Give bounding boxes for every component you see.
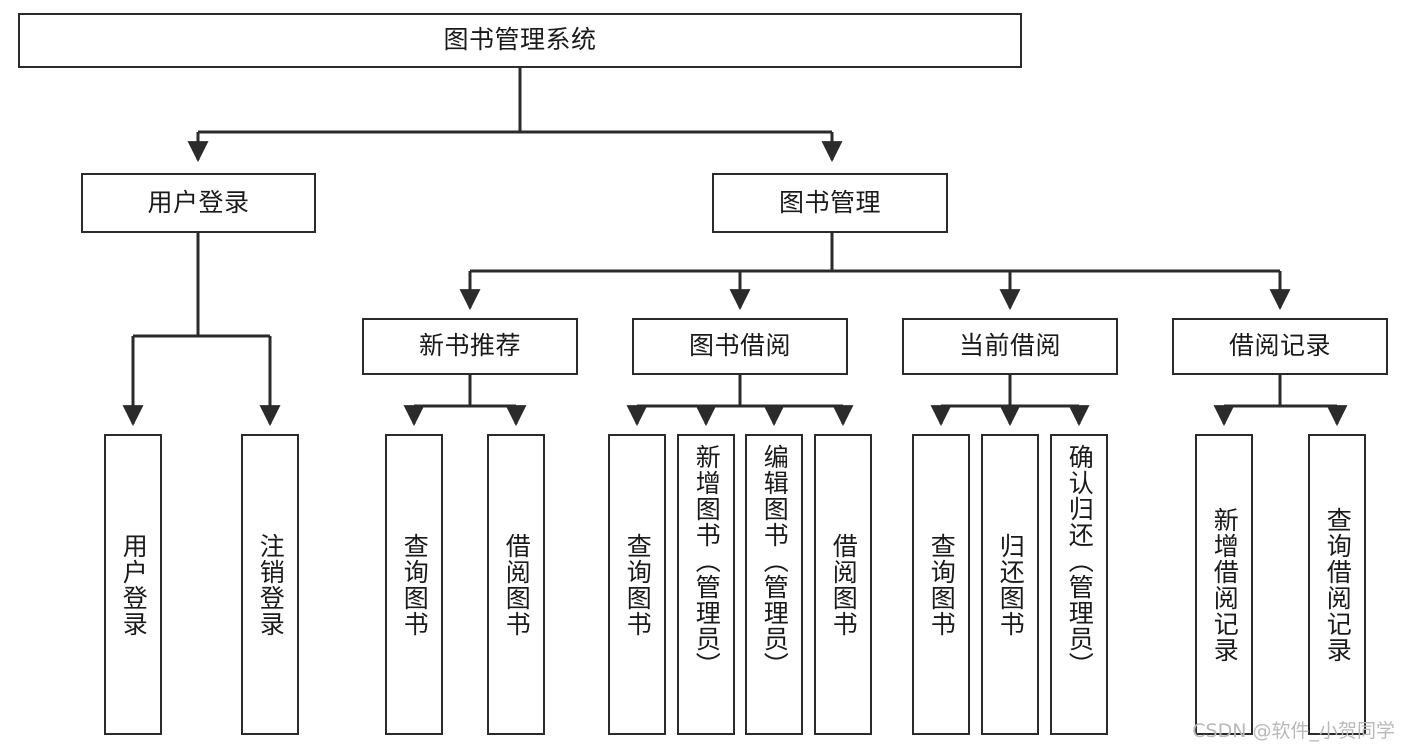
node-book-borrow[interactable]: 图书借阅: [632, 318, 848, 375]
node-label: 借阅图书: [502, 532, 532, 637]
node-label: 用户登录: [147, 187, 250, 217]
node-label: 图书借阅: [688, 331, 791, 361]
leaf-borrow-book[interactable]: 借阅图书: [814, 434, 872, 735]
node-label: 新书推荐: [418, 331, 521, 361]
leaf-query-borrow-record[interactable]: 查询借阅记录: [1308, 434, 1366, 735]
leaf-return-book[interactable]: 归还图书: [981, 434, 1039, 735]
node-user-login[interactable]: 用户登录: [81, 173, 316, 233]
leaf-confirm-return-admin[interactable]: 确认归还（管理员）: [1050, 434, 1108, 735]
leaf-user-login[interactable]: 用户登录: [104, 434, 162, 735]
leaf-query-book-current[interactable]: 查询图书: [912, 434, 970, 735]
leaf-query-book-recommend[interactable]: 查询图书: [385, 434, 443, 735]
node-label: 归还图书: [996, 532, 1026, 637]
node-label: 用户登录: [119, 532, 149, 637]
leaf-add-book-admin[interactable]: 新增图书（管理员）: [677, 434, 735, 735]
node-label: 查询图书: [400, 532, 430, 637]
node-label: 注销登录: [256, 532, 286, 637]
node-label: 图书管理: [778, 187, 881, 217]
watermark-text: CSDN @软件_小贺同学: [1192, 720, 1395, 742]
node-book-management[interactable]: 图书管理: [712, 173, 948, 233]
node-label: 查询图书: [623, 532, 653, 637]
node-label: 确认归还（管理员）: [1065, 444, 1095, 678]
leaf-edit-book-admin[interactable]: 编辑图书（管理员）: [745, 434, 803, 735]
node-borrow-records[interactable]: 借阅记录: [1172, 318, 1388, 375]
node-label: 图书管理系统: [443, 25, 597, 55]
node-label: 新增图书（管理员）: [692, 444, 722, 678]
node-label: 新增借阅记录: [1210, 506, 1240, 663]
node-label: 借阅记录: [1228, 331, 1331, 361]
leaf-query-book-borrow[interactable]: 查询图书: [608, 434, 666, 735]
node-root-system[interactable]: 图书管理系统: [18, 13, 1022, 68]
node-label: 查询借阅记录: [1323, 506, 1353, 663]
leaf-add-borrow-record[interactable]: 新增借阅记录: [1195, 434, 1253, 735]
leaf-logout[interactable]: 注销登录: [241, 434, 299, 735]
leaf-borrow-book-recommend[interactable]: 借阅图书: [487, 434, 545, 735]
node-current-borrow[interactable]: 当前借阅: [902, 318, 1118, 375]
node-label: 编辑图书（管理员）: [760, 444, 790, 678]
node-new-book-recommend[interactable]: 新书推荐: [362, 318, 578, 375]
node-label: 借阅图书: [829, 532, 859, 637]
node-label: 查询图书: [927, 532, 957, 637]
node-label: 当前借阅: [958, 331, 1061, 361]
